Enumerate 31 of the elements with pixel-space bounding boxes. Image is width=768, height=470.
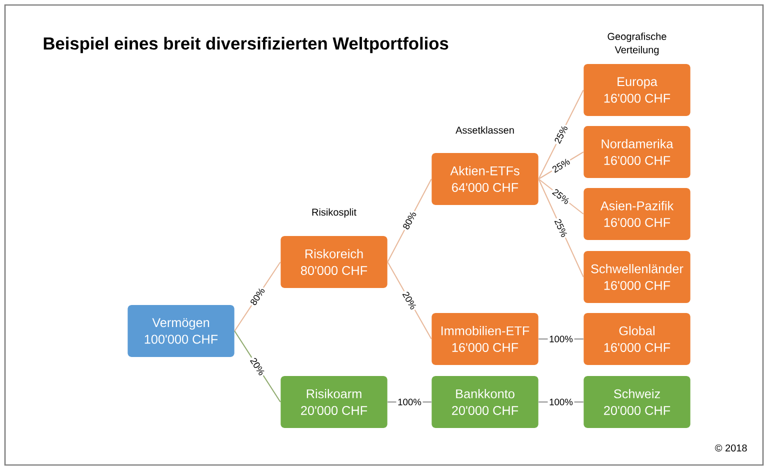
copyright-note: © 2018 bbox=[715, 444, 747, 452]
connector-line bbox=[234, 330, 281, 402]
connector-line bbox=[234, 262, 281, 332]
tree-box: Immobilien-ETF 16'000 CHF bbox=[432, 313, 538, 365]
edge-label: 25% bbox=[552, 122, 570, 146]
tree-box: Europa 16'000 CHF bbox=[584, 64, 690, 116]
tree-box: Schwellenländer 16'000 CHF bbox=[584, 251, 690, 303]
edge-label: 100% bbox=[548, 334, 574, 344]
tree-box: Nordamerika 16'000 CHF bbox=[584, 126, 690, 178]
edge-label: 25% bbox=[550, 186, 572, 207]
edge-label: 80% bbox=[400, 208, 419, 232]
edge-label: 25% bbox=[549, 156, 573, 175]
tree-box: Schweiz 20'000 CHF bbox=[584, 376, 690, 428]
edge-label: 20% bbox=[400, 288, 419, 312]
column-heading: Assetklassen bbox=[456, 126, 514, 134]
title: Beispiel eines breit diversifizierten Weltportfolios bbox=[44, 36, 448, 54]
connector-line bbox=[387, 262, 432, 340]
tree-box: Asien-Pazifik 16'000 CHF bbox=[584, 188, 690, 240]
connector-line bbox=[538, 90, 584, 180]
tree-box: Global 16'000 CHF bbox=[584, 313, 690, 365]
tree-box: Riskoreich 80'000 CHF bbox=[280, 236, 388, 288]
connector-line bbox=[538, 178, 584, 214]
tree-box: Vermögen 100'000 CHF bbox=[128, 305, 234, 357]
edge-label: 100% bbox=[548, 397, 574, 407]
column-heading: Risikosplit bbox=[312, 208, 356, 218]
tree-box: Risikoarm 20'000 CHF bbox=[280, 376, 388, 428]
tree-box: Aktien-ETFs 64'000 CHF bbox=[432, 153, 538, 205]
edge-label: 25% bbox=[552, 216, 570, 240]
tree-box: Bankkonto 20'000 CHF bbox=[432, 376, 538, 428]
connector-line bbox=[538, 178, 584, 278]
edge-label: 100% bbox=[396, 397, 423, 407]
